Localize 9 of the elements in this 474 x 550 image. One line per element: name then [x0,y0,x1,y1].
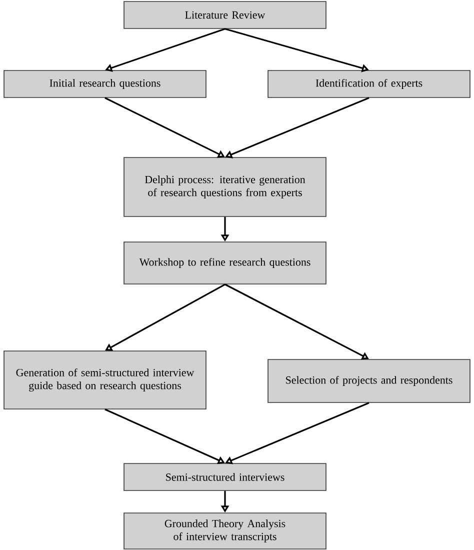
process-box: Initial research questions [4,70,206,98]
process-box: Semi-structured interviews [124,463,326,491]
process-box: Grounded Theory Analysis of interview transcripts [124,512,326,550]
process-box: Selection of projects and respondents [268,359,470,403]
process-box: Workshop to refine research questions [124,242,326,284]
process-box: Generation of semi-structured interview guide based on research questions [4,350,206,410]
process-box: Delphi process: iterative generation of research questions from experts [124,157,326,217]
process-box: Identification of experts [268,70,470,98]
process-box: Literature Review [124,1,326,29]
